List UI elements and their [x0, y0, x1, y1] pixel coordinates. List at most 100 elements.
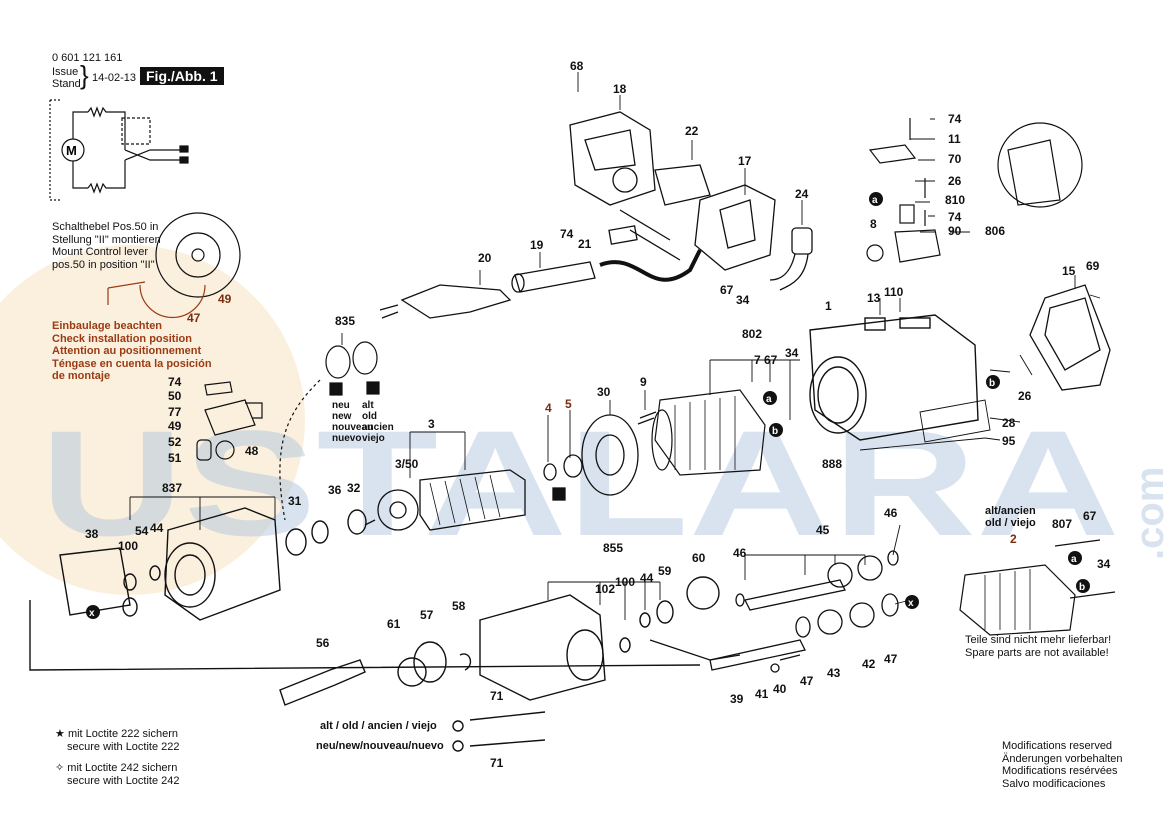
part-number: 41	[755, 687, 769, 701]
gear-housing	[29, 507, 701, 671]
screw-new-label: neu/new/nouveau/nuevo	[316, 740, 444, 752]
switch-note: Schalthebel Pos.50 in Stellung "II" mont…	[52, 221, 161, 271]
part-number: 74	[168, 375, 182, 389]
part-number: 835	[335, 314, 355, 328]
part-number: 837	[162, 481, 182, 495]
callout-a: a	[766, 394, 772, 405]
part-number: 43	[827, 666, 841, 680]
part-number: 39	[730, 692, 744, 706]
callout-x: x	[89, 608, 95, 619]
part-number: 44	[150, 521, 164, 535]
doc-number: 0 601 121 161	[52, 52, 123, 64]
part-number: 42	[862, 657, 876, 671]
brush-holder-group	[866, 118, 1083, 263]
part-number: 1	[825, 299, 832, 313]
part-number: 4	[545, 401, 552, 415]
part-number: 9	[640, 375, 647, 389]
callout-a: a	[872, 195, 878, 206]
part-number: 77	[168, 405, 182, 419]
switch-housing-group	[654, 164, 813, 291]
part-number: 71	[490, 756, 504, 770]
spare-field-inset	[959, 539, 1116, 636]
part-number: 5	[565, 397, 572, 411]
part-number: 56	[316, 636, 330, 650]
callout-b: b	[989, 378, 995, 389]
part-number: 20	[478, 251, 492, 265]
callout-x: x	[908, 598, 914, 609]
part-number: 34	[785, 346, 799, 360]
part-number: 47	[187, 311, 201, 325]
issue-date: 14-02-13	[92, 72, 137, 84]
part-number: 7	[754, 353, 761, 367]
part-number: 58	[452, 599, 466, 613]
part-number: 34	[736, 293, 750, 307]
part-number: 8	[870, 217, 877, 231]
callout-a: a	[1071, 554, 1077, 565]
rear-cover	[569, 111, 656, 206]
part-number: 31	[288, 494, 302, 508]
stand-label: Stand	[52, 78, 81, 90]
watermark-suffix: .com	[1128, 467, 1169, 560]
part-number: 30	[597, 385, 611, 399]
part-number: 60	[692, 551, 706, 565]
part-number: 74	[948, 112, 962, 126]
part-number: 71	[490, 689, 504, 703]
part-number: 13	[867, 291, 881, 305]
part-number: 100	[615, 575, 635, 589]
modifications-note: Modifications reserved Änderungen vorbeh…	[1002, 740, 1123, 790]
watermark-text: USTALARA	[40, 399, 1120, 567]
part-number: 15	[1062, 264, 1076, 278]
part-number: 888	[822, 457, 842, 471]
bearing-inset	[279, 341, 380, 521]
part-number: 67	[764, 353, 778, 367]
issue-label: Issue	[52, 66, 79, 78]
part-number: 17	[738, 154, 752, 168]
part-number: 32	[347, 481, 361, 495]
part-number: 49	[218, 292, 232, 306]
leader-lines	[129, 72, 1101, 620]
part-number: 52	[168, 435, 182, 449]
cord-plug-group	[379, 209, 702, 319]
part-number: 69	[1086, 259, 1100, 273]
part-number: 74	[948, 210, 962, 224]
spare-parts-note: Teile sind nicht mehr lieferbar! Spare p…	[965, 634, 1112, 659]
part-number: 38	[85, 527, 99, 541]
star-outline-icon: ✧	[55, 762, 65, 774]
part-number: 807	[1052, 517, 1072, 531]
part-number: 46	[884, 506, 898, 520]
old-field-label: alt/ancien old / viejo	[985, 505, 1036, 529]
part-number: 26	[948, 174, 962, 188]
part-number: 11	[948, 132, 961, 146]
part-number: 110	[884, 285, 904, 299]
part-number: 855	[603, 541, 623, 555]
end-cover	[1029, 284, 1111, 391]
part-number: 74	[560, 227, 574, 241]
loctite-222-note: ★ mit Loctite 222 sichern secure with Lo…	[55, 728, 180, 753]
part-number: 50	[168, 389, 182, 403]
part-number: 61	[387, 617, 401, 631]
part-number: 810	[945, 193, 965, 207]
part-number: 51	[168, 451, 182, 465]
part-number: 3	[428, 417, 435, 431]
part-number: 67	[720, 283, 734, 297]
part-number: 57	[420, 608, 434, 622]
part-number: 28	[1002, 416, 1016, 430]
part-number: 46	[733, 546, 747, 560]
wiring-schematic	[49, 99, 189, 201]
part-number: 90	[948, 224, 962, 238]
part-number: 49	[168, 419, 182, 433]
part-number: 68	[570, 59, 584, 73]
star-filled-icon: ★	[55, 728, 65, 740]
callout-b: b	[772, 426, 778, 437]
part-number: 21	[578, 237, 592, 251]
part-number: 19	[530, 238, 544, 252]
part-number: 48	[245, 444, 259, 458]
callout-letters: a b b a x x a b	[86, 192, 1090, 619]
part-number: 34	[1097, 557, 1111, 571]
motor-housing	[809, 314, 979, 441]
part-number: 54	[135, 524, 149, 538]
switch-inset	[107, 212, 241, 319]
